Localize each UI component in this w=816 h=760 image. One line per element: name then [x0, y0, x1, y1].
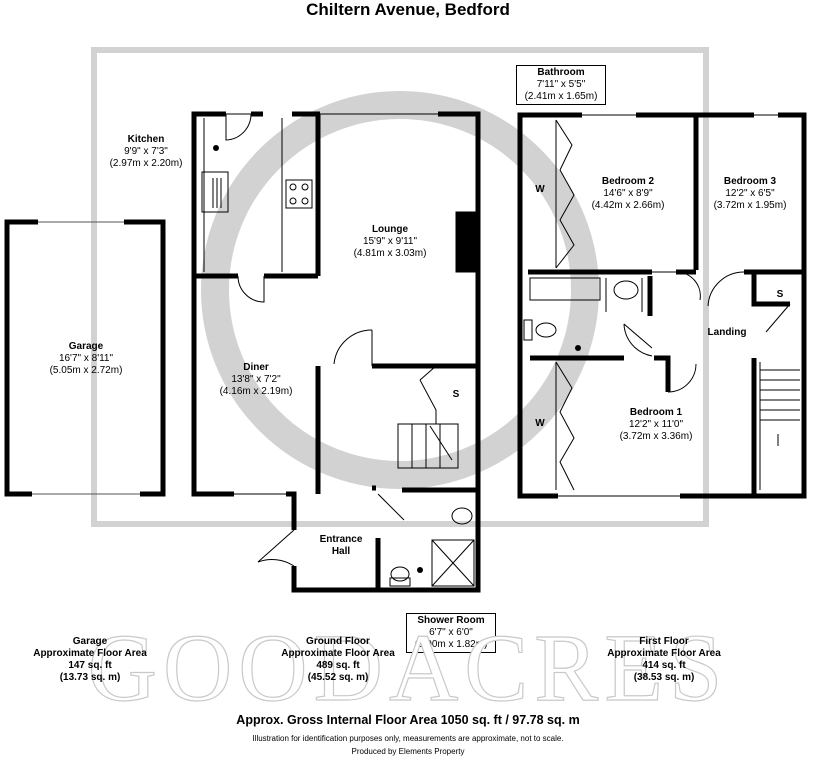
wardrobe-marker-bedroom-1: W	[535, 418, 545, 429]
storage-marker-landing: S	[776, 289, 784, 300]
room-landing: Landing	[700, 327, 754, 339]
room-entrance-hall: Entrance Hall	[306, 534, 376, 558]
garage-outline	[4, 219, 166, 497]
room-metric: (4.16m x 2.19m)	[219, 386, 293, 397]
room-name: Lounge	[371, 224, 409, 235]
room-garage: Garage 16'7" x 8'11" (5.05m x 2.72m)	[36, 341, 136, 377]
room-imperial: 12'2" x 11'0"	[628, 419, 684, 430]
room-shower-room: Shower Room 6'7" x 6'0" (2.00m x 1.82m)	[406, 613, 496, 653]
area-ground-floor: Ground Floor Approximate Floor Area 489 …	[281, 636, 395, 683]
room-metric: (5.05m x 2.72m)	[49, 365, 123, 376]
room-name: Bedroom 3	[723, 176, 777, 187]
room-name: Bathroom	[537, 67, 585, 78]
room-name: Shower Room	[417, 615, 485, 626]
room-imperial: 7'11" x 5'5"	[536, 79, 586, 90]
wardrobe-marker-bedroom-2: W	[535, 184, 545, 195]
first-floor-walls	[517, 112, 807, 499]
storage-marker-ground: S	[452, 389, 460, 400]
room-metric: (2.00m x 1.82m)	[414, 639, 488, 650]
ground-floor-walls	[191, 111, 481, 593]
gross-area: Approx. Gross Internal Floor Area 1050 s…	[236, 713, 580, 727]
room-imperial: 16'7" x 8'11"	[58, 353, 114, 364]
room-metric: (2.97m x 2.20m)	[109, 158, 183, 169]
room-name: Bedroom 2	[601, 176, 655, 187]
room-imperial: 13'8" x 7'2"	[231, 374, 281, 385]
disclaimer: Illustration for identification purposes…	[252, 734, 564, 743]
room-imperial: 9'9" x 7'3"	[124, 146, 168, 157]
room-bedroom-3: Bedroom 3 12'2" x 6'5" (3.72m x 1.95m)	[700, 176, 800, 212]
room-kitchen: Kitchen 9'9" x 7'3" (2.97m x 2.20m)	[98, 134, 194, 170]
room-metric: (3.72m x 1.95m)	[713, 200, 787, 211]
room-imperial: 6'7" x 6'0"	[429, 627, 473, 638]
producer-credit: Produced by Elements Property	[351, 747, 465, 756]
page-title: Chiltern Avenue, Bedford	[306, 0, 510, 19]
room-bathroom: Bathroom 7'11" x 5'5" (2.41m x 1.65m)	[516, 65, 606, 105]
room-name-line2: Hall	[331, 546, 351, 557]
room-metric: (4.81m x 3.03m)	[353, 248, 427, 259]
room-imperial: 14'6" x 8'9"	[603, 188, 653, 199]
room-lounge: Lounge 15'9" x 9'11" (4.81m x 3.03m)	[340, 224, 440, 260]
room-name: Entrance	[319, 534, 363, 545]
room-name: Landing	[707, 327, 747, 338]
area-first-floor: First Floor Approximate Floor Area 414 s…	[607, 636, 721, 683]
room-name: Bedroom 1	[629, 407, 683, 418]
watermark-logo	[91, 47, 709, 527]
room-bedroom-2: Bedroom 2 14'6" x 8'9" (4.42m x 2.66m)	[578, 176, 678, 212]
room-imperial: 12'2" x 6'5"	[725, 188, 775, 199]
room-name: Garage	[68, 341, 104, 352]
room-metric: (4.42m x 2.66m)	[591, 200, 665, 211]
room-name: Diner	[243, 362, 269, 373]
room-diner: Diner 13'8" x 7'2" (4.16m x 2.19m)	[206, 362, 306, 398]
room-name: Kitchen	[127, 134, 165, 145]
room-bedroom-1: Bedroom 1 12'2" x 11'0" (3.72m x 3.36m)	[606, 407, 706, 443]
room-metric: (3.72m x 3.36m)	[619, 431, 693, 442]
room-imperial: 15'9" x 9'11"	[362, 236, 418, 247]
watermark-text: GOODACRES	[87, 613, 729, 721]
room-metric: (2.41m x 1.65m)	[524, 91, 598, 102]
area-garage: Garage Approximate Floor Area 147 sq. ft…	[33, 636, 147, 683]
